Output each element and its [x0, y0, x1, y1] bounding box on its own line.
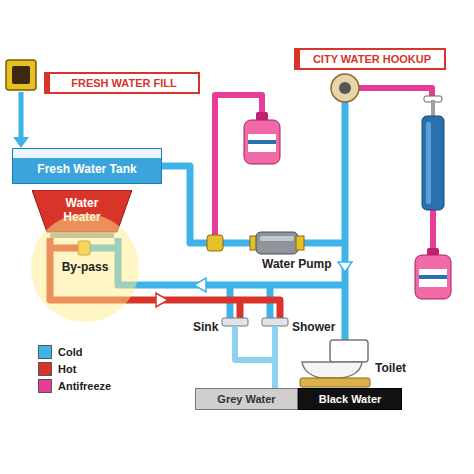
toilet: [300, 340, 370, 387]
drain-pipes: [235, 326, 275, 388]
node-text: FRESH WATER FILL: [71, 77, 177, 90]
legend-text: Antifreeze: [58, 380, 111, 392]
node-text: Fresh Water Tank: [37, 163, 136, 177]
part-label: Sink: [193, 321, 218, 335]
fill-inlet: [6, 60, 36, 148]
antifreeze-line: [215, 88, 433, 252]
legend-swatch: [38, 362, 52, 376]
holding-tank: Black Water: [298, 388, 402, 410]
legend: ColdHotAntifreeze: [38, 343, 111, 394]
part-label: Toilet: [375, 362, 406, 376]
part-label: Water Pump: [262, 258, 332, 272]
legend-text: Hot: [58, 363, 76, 375]
legend-row: Hot: [38, 360, 111, 377]
legend-swatch: [38, 379, 52, 393]
legend-row: Cold: [38, 343, 111, 360]
pump-valve: [207, 235, 223, 251]
node-text: By-pass: [62, 261, 109, 275]
antifreeze-jug: [244, 112, 280, 164]
holding-tank: Grey Water: [195, 388, 298, 410]
water-pump: [250, 232, 304, 254]
legend-swatch: [38, 345, 52, 359]
node-text: Grey Water: [217, 393, 275, 406]
legend-row: Antifreeze: [38, 377, 111, 394]
node-text: CITY WATER HOOKUP: [313, 53, 431, 66]
callout-tag: CITY WATER HOOKUP: [298, 48, 446, 70]
antifreeze-jug: [415, 248, 451, 299]
legend-text: Cold: [58, 346, 82, 358]
callout-tag: FRESH WATER FILL: [48, 72, 200, 94]
city-inlet-plate: [331, 74, 359, 102]
node-text: Black Water: [319, 393, 382, 406]
water-tank: Fresh Water Tank: [12, 148, 162, 184]
bypass-highlight: By-pass: [30, 213, 140, 323]
hand-pump: [422, 96, 444, 210]
part-label: Shower: [292, 321, 335, 335]
fixtures: [222, 318, 288, 326]
